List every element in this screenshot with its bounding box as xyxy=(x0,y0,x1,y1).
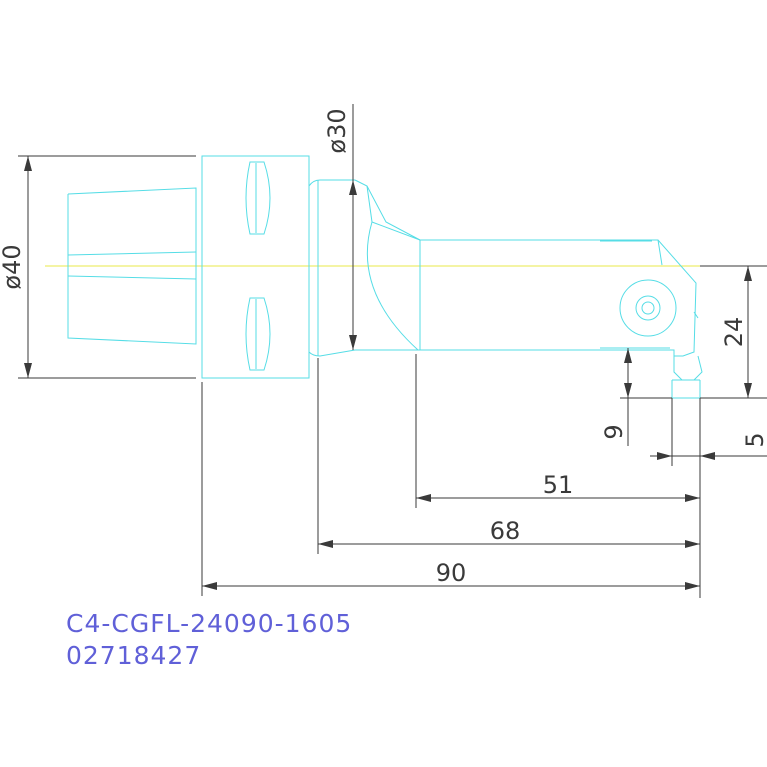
dimension-dia40: ø40 xyxy=(0,155,196,379)
dimension-label-51: 51 xyxy=(543,471,574,499)
dimension-label-24: 24 xyxy=(720,317,748,348)
dimension-5: 5 xyxy=(650,398,767,466)
part-code: C4-CGFL-24090-1605 xyxy=(66,609,353,638)
dimension-90: 90 xyxy=(201,382,700,596)
dimension-24: 24 xyxy=(700,265,767,399)
dimension-label-dia40: ø40 xyxy=(0,244,26,289)
dimension-label-9: 9 xyxy=(600,424,628,439)
dimension-68: 68 xyxy=(317,358,700,554)
part-number: 02718427 xyxy=(66,641,202,670)
tool-outline xyxy=(67,155,703,399)
dimension-label-68: 68 xyxy=(490,517,521,545)
dimension-label-5: 5 xyxy=(741,432,767,447)
dimension-label-90: 90 xyxy=(436,559,467,587)
dimension-51: 51 xyxy=(415,354,701,598)
dimension-label-dia30: ø30 xyxy=(323,108,351,153)
dimension-9: 9 xyxy=(600,348,672,446)
dimension-dia30: ø30 xyxy=(323,104,357,350)
